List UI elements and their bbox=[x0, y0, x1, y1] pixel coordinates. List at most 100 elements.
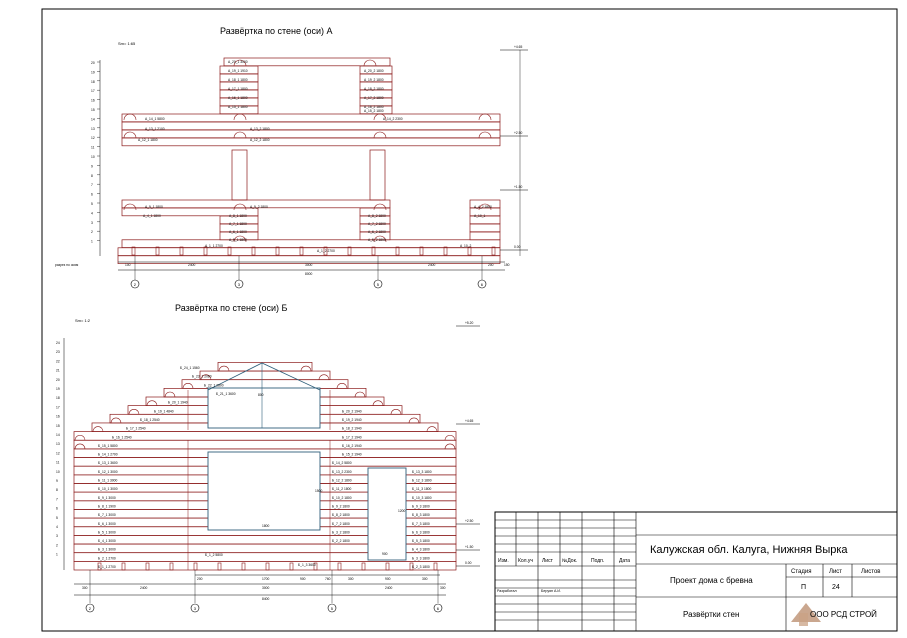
log-label-b-18: Б_6_1 3000 bbox=[98, 522, 116, 526]
dim-b-top-4: 300 bbox=[348, 577, 354, 581]
log-label-b-36: Б_8_2 1800 bbox=[332, 513, 350, 517]
arch-b-r-16 bbox=[426, 426, 438, 432]
tb-header-podp: Подп. bbox=[591, 558, 604, 564]
log-label-b-25: Б_19_2 1940 bbox=[342, 418, 362, 422]
arch-a-3 bbox=[478, 113, 492, 121]
row-number-a-12: 12 bbox=[91, 136, 95, 140]
post-b-9 bbox=[313, 562, 318, 571]
log-label-a-29: А_4_2 1800 bbox=[474, 205, 492, 209]
log-label-a-32: А_10_1 bbox=[474, 214, 486, 218]
tb-header-data: Дата bbox=[619, 558, 630, 564]
dim-b-bottom-3: 2400 bbox=[385, 586, 393, 590]
axis-circle-a-5 bbox=[373, 279, 383, 289]
dim-a-0: 100 bbox=[125, 263, 131, 267]
post-a-5 bbox=[251, 246, 256, 256]
arch-b-l-21 bbox=[182, 383, 194, 389]
log-label-a-17: А_12_2 1800 bbox=[250, 138, 270, 142]
level-a-0: +4.65 bbox=[514, 45, 523, 49]
log-label-b-46: Б_9_3 1800 bbox=[412, 504, 430, 508]
axis-label-b-5: 5 bbox=[331, 606, 334, 611]
log-label-a-23: А_4_1 1800 bbox=[143, 214, 161, 218]
drawing-a-scale: Sm= 1:65 bbox=[118, 41, 136, 46]
row-number-b-11: 11 bbox=[56, 461, 60, 465]
log-label-b-5: Б_19_1 4840 bbox=[154, 409, 174, 413]
log-a-lower-13 bbox=[469, 231, 501, 241]
dim-a-1: 2400 bbox=[188, 263, 196, 267]
log-label-a-3: А_17_1 1800 bbox=[228, 87, 248, 91]
tb-company: ООО РСД СТРОЙ bbox=[810, 610, 877, 619]
arch-a-14 bbox=[233, 235, 247, 243]
log-label-b-4: Б_20_1 1940 bbox=[168, 401, 188, 405]
log-label-b-31: Б_13_2 2300 bbox=[332, 470, 352, 474]
log-label-a-6: А_20_2 1800 bbox=[364, 69, 384, 73]
log-label-a-4: А_16_1 1800 bbox=[228, 96, 248, 100]
window-b-main bbox=[207, 451, 321, 531]
log-label-a-31: А_1_2 2700 bbox=[317, 249, 335, 253]
post-b-10 bbox=[337, 562, 342, 571]
log-label-a-12: А_14_1 5800 bbox=[145, 117, 165, 121]
post-a-14 bbox=[467, 246, 472, 256]
drawing-a-left-note: разрез по осям bbox=[55, 263, 79, 267]
row-number-a-19: 19 bbox=[91, 70, 95, 74]
dim-b-total: 8400 bbox=[262, 597, 270, 601]
arch-b-r-20 bbox=[354, 391, 366, 398]
dim-b-top-5: 900 bbox=[385, 577, 391, 581]
row-number-a-5: 5 bbox=[91, 202, 93, 206]
axis-label-b-2: 2 bbox=[89, 606, 92, 611]
row-number-a-15: 15 bbox=[91, 108, 95, 112]
log-label-a-27: А_6_2 1800 bbox=[368, 230, 386, 234]
window-dim-b-3: 1200 bbox=[398, 509, 406, 513]
row-number-b-5: 5 bbox=[56, 516, 58, 520]
dim-b-bottom-4: 300 bbox=[440, 586, 446, 590]
row-number-b-14: 14 bbox=[56, 433, 60, 437]
log-label-a-18: А_9_1 1800 bbox=[145, 205, 163, 209]
level-a-2: +1.50 bbox=[514, 185, 523, 189]
window-dim-b-0: 1800 bbox=[262, 524, 270, 528]
log-a-lower-5 bbox=[219, 231, 259, 241]
title-block: Изм. Кол.уч Лист №Док. Подп. Дата Разраб… bbox=[494, 511, 898, 632]
row-number-b-2: 2 bbox=[56, 543, 58, 547]
log-label-a-8: А_18_2 1800 bbox=[364, 87, 384, 91]
log-label-b-35: Б_9_2 1800 bbox=[332, 504, 350, 508]
log-label-b-0: Б_24_1 1560 bbox=[180, 366, 200, 370]
level-b-3: +1.50 bbox=[465, 545, 474, 549]
company-logo: ООО РСД СТРОЙ bbox=[791, 603, 877, 626]
post-a-1 bbox=[155, 246, 160, 256]
arch-a-13 bbox=[478, 203, 492, 211]
post-a-10 bbox=[371, 246, 376, 256]
post-b-12 bbox=[385, 562, 390, 571]
tb-sheets-header: Листов bbox=[861, 569, 881, 575]
row-number-b-6: 6 bbox=[56, 507, 58, 511]
dim-b-top-1: 1700 bbox=[262, 577, 270, 581]
row-number-b-18: 18 bbox=[56, 396, 60, 400]
log-label-b-23: Б_1_1 2700 bbox=[98, 565, 116, 569]
post-b-6 bbox=[241, 562, 246, 571]
log-label-b-16: Б_8_1 1900 bbox=[98, 504, 116, 508]
window-dim-b-2: 1500 bbox=[315, 489, 323, 493]
log-label-a-0: А_20_1 3000 bbox=[228, 60, 248, 64]
log-label-a-9: А_17_2 1800 bbox=[364, 96, 384, 100]
log-label-b-27: Б_17_2 1940 bbox=[342, 435, 362, 439]
axis-circle-b-5 bbox=[327, 603, 337, 613]
axis-label-b-3: 3 bbox=[194, 606, 197, 611]
log-label-b-51: Б_4_3 1800 bbox=[412, 548, 430, 552]
post-a-9 bbox=[347, 246, 352, 256]
arch-b-l-15 bbox=[74, 435, 86, 441]
log-label-b-13: Б_11_1 3000 bbox=[98, 479, 118, 483]
level-b-1: +4.65 bbox=[465, 419, 474, 423]
log-a-lower-2 bbox=[121, 207, 259, 217]
log-label-b-8: Б_16_1 2540 bbox=[112, 435, 132, 439]
door-b bbox=[367, 467, 407, 561]
post-a-3 bbox=[203, 246, 208, 256]
post-b-5 bbox=[217, 562, 222, 571]
log-label-b-21: Б_3_1 3000 bbox=[98, 548, 116, 552]
log-label-a-26: А_7_2 1800 bbox=[368, 222, 386, 226]
dim-a-3: 2400 bbox=[428, 263, 436, 267]
wall-elevation-b: Развёртка по стене (оси) Б Sm= 1:2 18008… bbox=[56, 303, 480, 613]
log-label-a-11: А_15_2 1800 bbox=[364, 109, 384, 113]
dim-b-top-2: 900 bbox=[300, 577, 306, 581]
tb-developer-label: Разработал bbox=[497, 589, 517, 593]
drawing-a-logs bbox=[117, 57, 501, 264]
row-number-b-21: 21 bbox=[56, 369, 60, 373]
